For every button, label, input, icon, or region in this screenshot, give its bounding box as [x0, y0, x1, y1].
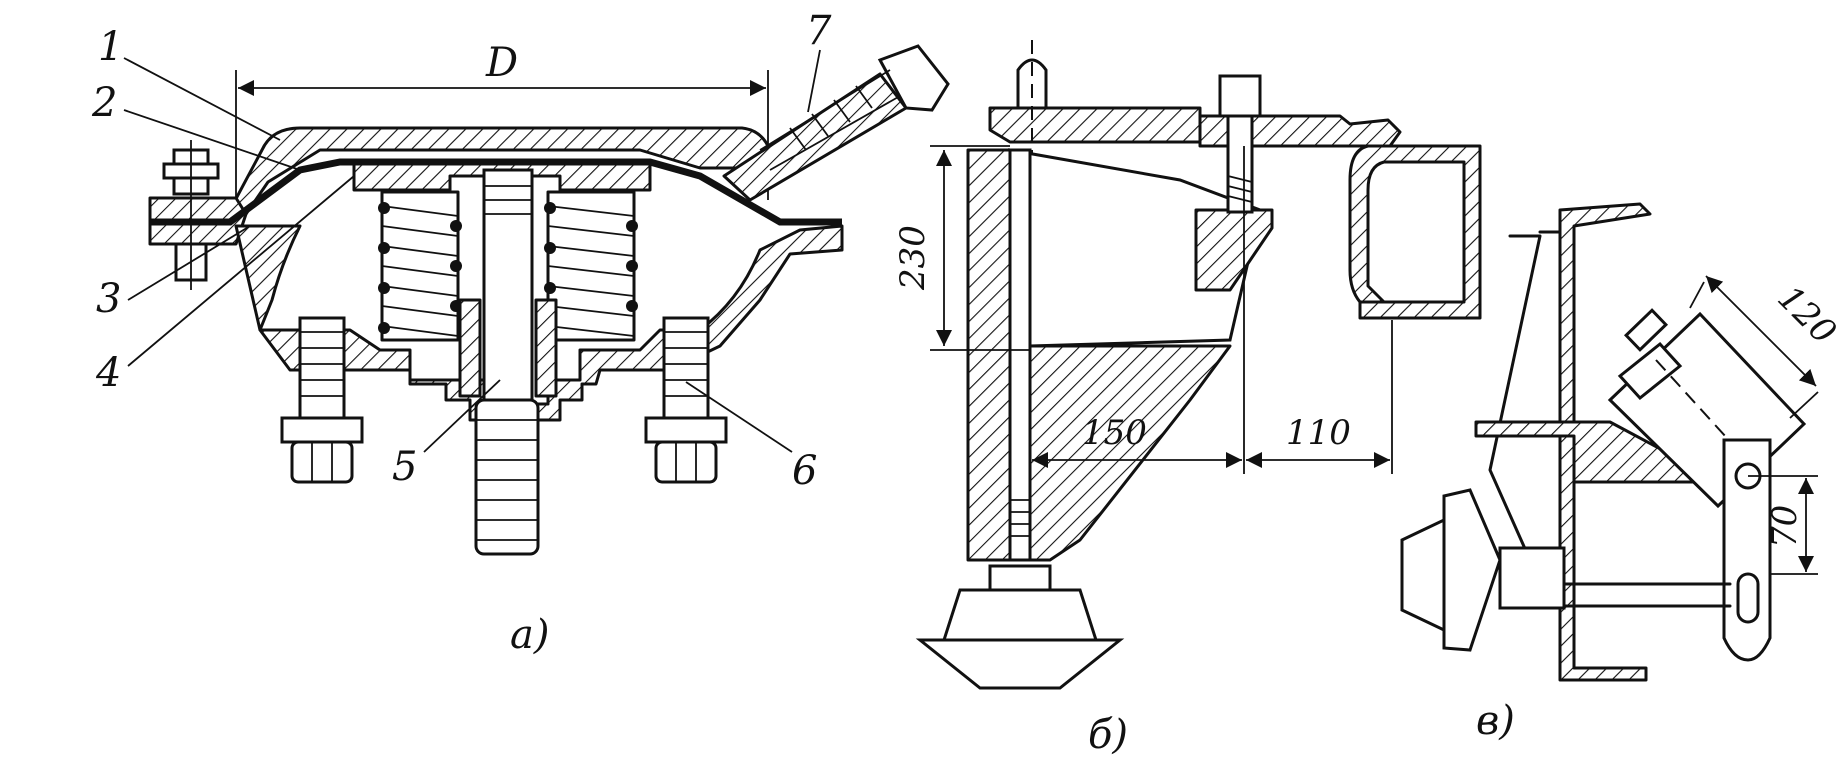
callout-leaders: [123, 49, 821, 453]
callout-2: 2: [91, 80, 117, 126]
bracket-side-block: [1194, 208, 1274, 292]
dimension-70: 70: [1748, 475, 1818, 575]
callout-1: 1: [98, 24, 123, 70]
dimension-d-label: D: [485, 40, 518, 86]
flange-bolt-left: [162, 140, 220, 290]
callout-7: 7: [806, 8, 832, 54]
pedal-pad: [915, 638, 1125, 690]
callout-5: 5: [392, 444, 417, 490]
dimension-120-label: 120: [1770, 278, 1840, 352]
callout-4: 4: [95, 350, 121, 396]
dimension-230: 230: [893, 145, 1030, 351]
mounting-stud-left: [280, 316, 364, 484]
dimension-150-label: 150: [1082, 413, 1147, 453]
air-inlet-fitting: [722, 44, 950, 202]
dimension-150: 150: [1032, 146, 1245, 474]
channel-bracket: [1348, 144, 1482, 320]
lever: [1722, 438, 1772, 662]
diaphragm: [150, 158, 842, 226]
frame-outer: [1488, 230, 1562, 562]
callout-6: 6: [792, 448, 817, 494]
return-springs: [378, 190, 638, 342]
figure-c-side-mount: 120 70 в): [1400, 202, 1840, 744]
frame-channel: [1558, 202, 1652, 682]
dimension-230-label: 230: [893, 225, 933, 291]
figure-c-caption: в): [1476, 698, 1515, 744]
adjusting-bolt: [1218, 74, 1262, 214]
figure-b-pedal-bracket: 230 150 110 б): [893, 40, 1482, 758]
dimension-70-label: 70: [1765, 505, 1805, 548]
figure-a-diaphragm-chamber: D: [91, 8, 950, 658]
mounting-stud-right: [644, 316, 728, 484]
bracket-body: [966, 148, 1012, 562]
pedal-pad-c: [1400, 488, 1732, 652]
dimension-110-label: 110: [1286, 413, 1351, 453]
callout-3: 3: [96, 276, 121, 322]
bracket-lower-arm: [1028, 344, 1232, 562]
top-plate: [988, 106, 1202, 144]
upper-cover: [228, 126, 772, 216]
push-rod: [458, 168, 558, 556]
figure-a-caption: а): [510, 612, 549, 658]
figure-b-caption: б): [1088, 712, 1128, 758]
pressure-plate: [352, 162, 652, 192]
dimension-110: 110: [1246, 320, 1393, 474]
sleeve: [1008, 148, 1032, 562]
lower-body: [234, 224, 844, 422]
dimension-d: D: [235, 40, 769, 200]
horizontal-bracket: [1474, 420, 1702, 484]
